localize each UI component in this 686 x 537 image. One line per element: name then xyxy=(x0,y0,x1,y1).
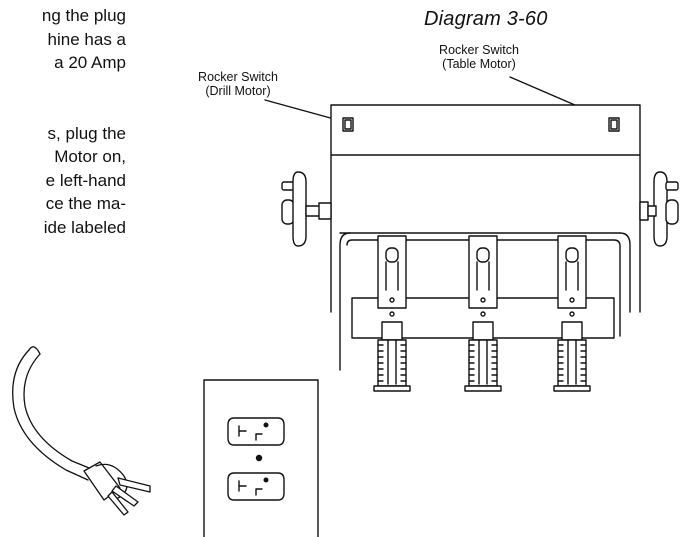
text-line: a 20 Amp xyxy=(54,53,126,72)
left-handwheel-icon xyxy=(282,172,331,246)
spindle-3 xyxy=(554,236,590,391)
callout-sublabel: (Drill Motor) xyxy=(205,84,271,98)
text-line: e left-hand xyxy=(45,170,126,190)
callout-sublabel: (Table Motor) xyxy=(442,57,516,71)
callout-drill-motor: Rocker Switch (Drill Motor) xyxy=(183,70,293,98)
right-handwheel-icon xyxy=(640,172,678,246)
callout-table-motor: Rocker Switch (Table Motor) xyxy=(423,43,535,71)
text-line: hine has a xyxy=(47,29,126,49)
text-line: Motor on, xyxy=(54,147,126,166)
spindle-1 xyxy=(374,236,410,391)
diagram-title: Diagram 3-60 xyxy=(424,8,548,30)
text-line: ide labeled xyxy=(43,217,126,237)
rocker-switch-table-icon xyxy=(609,118,619,131)
callout-label: Rocker Switch xyxy=(439,43,519,57)
text-line: ng the plug xyxy=(41,6,126,25)
text-line: s, plug the xyxy=(47,123,126,143)
spindle-2 xyxy=(465,236,501,391)
callout-label: Rocker Switch xyxy=(198,70,278,84)
instruction-text: ng the plug hine has a a 20 Amp s, plug … xyxy=(0,4,126,239)
rocker-switch-drill-icon xyxy=(343,118,353,131)
wall-outlet-icon xyxy=(204,380,318,537)
power-plug-icon xyxy=(13,347,150,515)
machine-housing xyxy=(331,105,640,312)
text-line: ce the ma- xyxy=(45,194,126,213)
